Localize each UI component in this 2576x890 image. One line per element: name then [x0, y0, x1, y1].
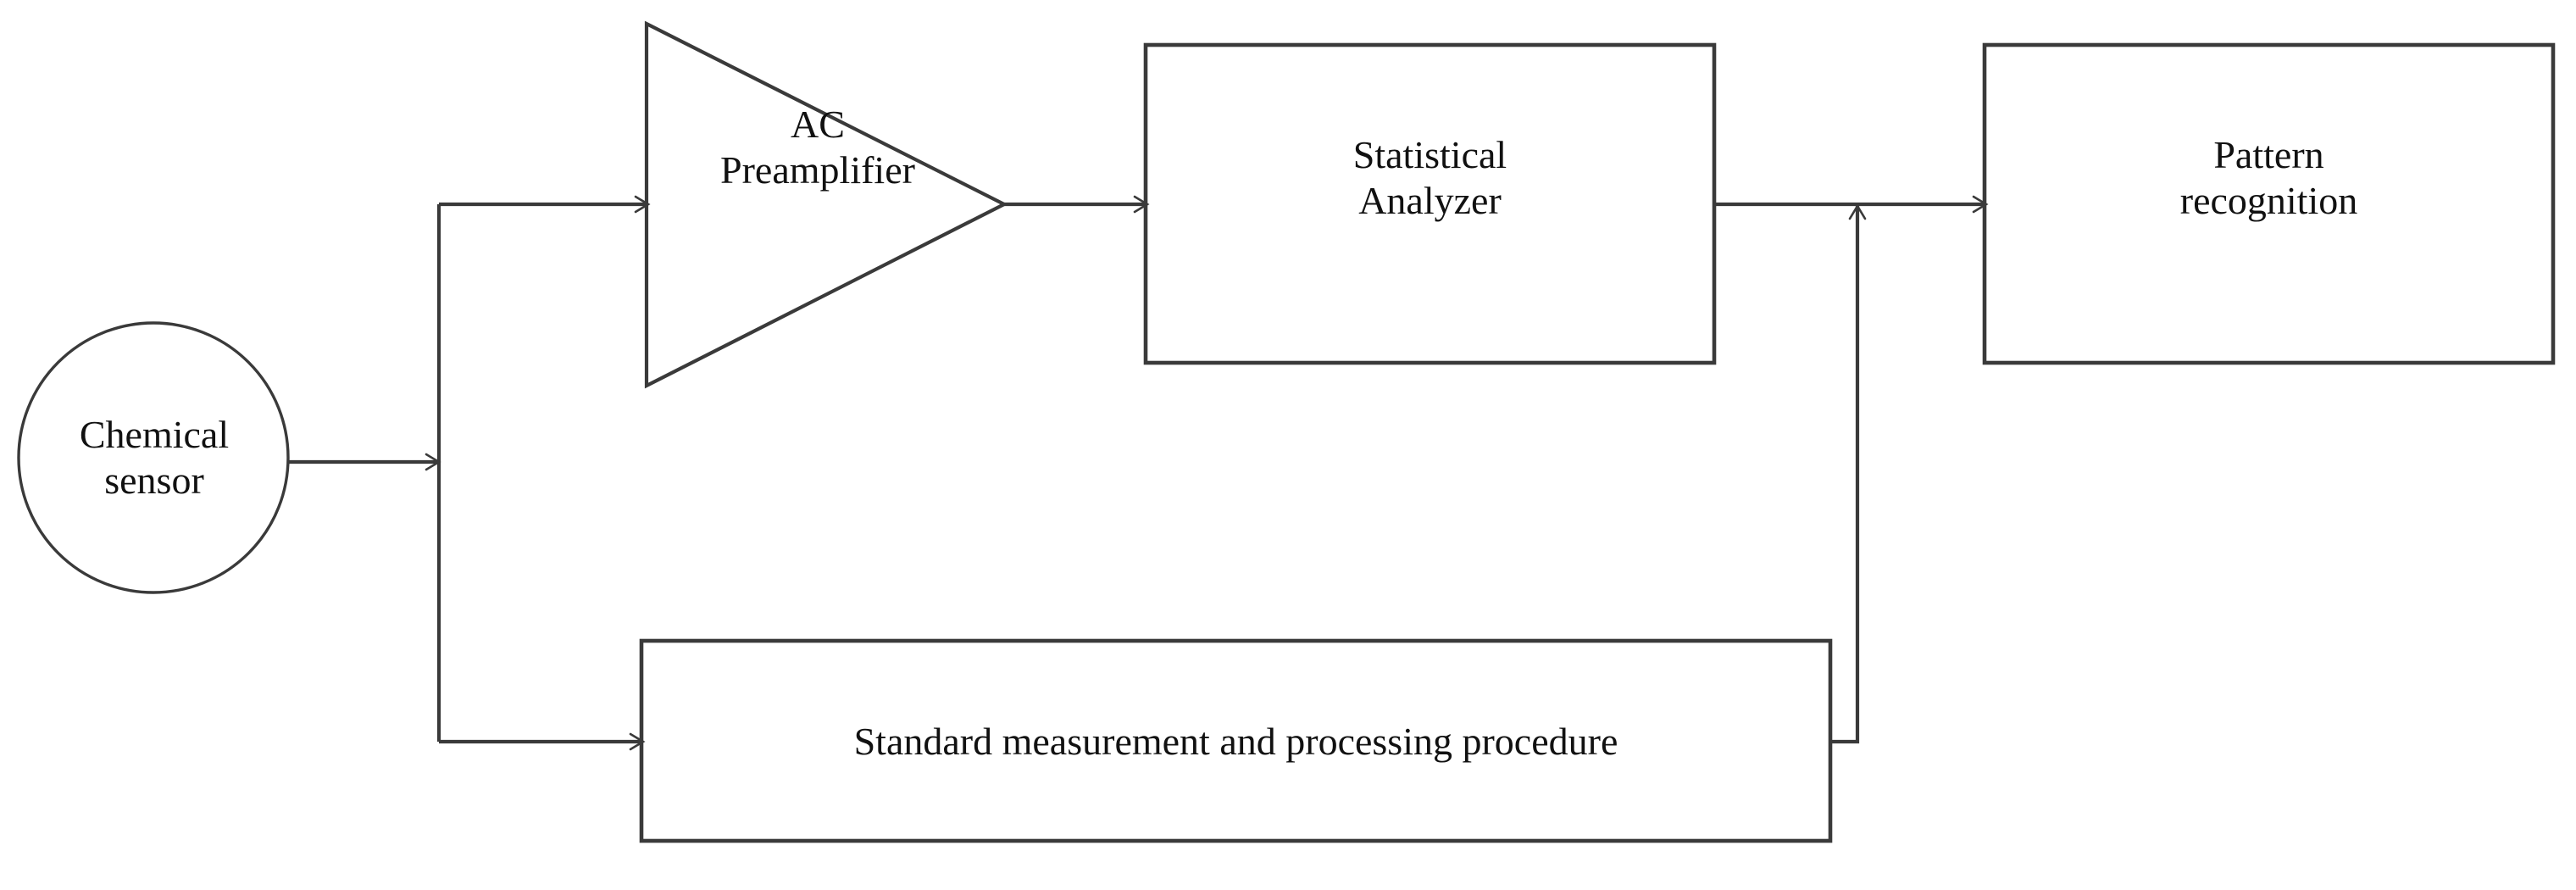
node-statistical-analyzer-shape: [1143, 42, 1717, 365]
node-standard-procedure-shape: [639, 638, 1833, 843]
connector-standard-to-merge: [1830, 203, 1867, 744]
node-ac-preamplifier-shape: [644, 20, 1008, 389]
node-chemical-sensor-shape: [17, 321, 290, 594]
node-pattern-recognition-shape: [1982, 42, 2556, 365]
